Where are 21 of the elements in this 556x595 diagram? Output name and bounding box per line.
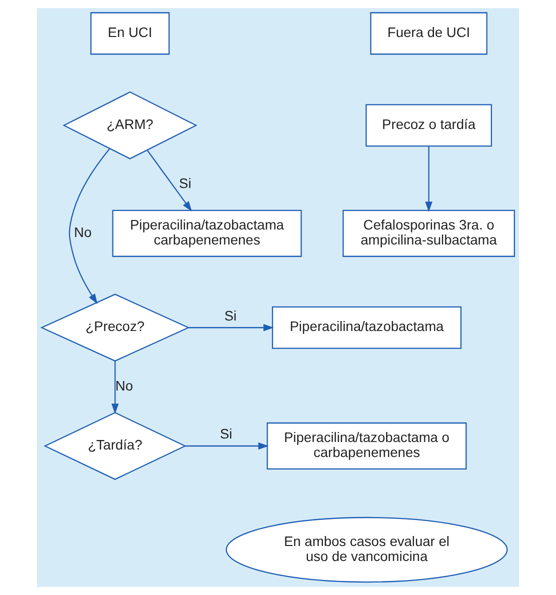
node-box: Precoz o tardía <box>366 104 492 147</box>
edge-label: No <box>115 378 134 394</box>
node-box: Piperacilina/tazobactama carbapenemenes <box>112 210 302 257</box>
arrow <box>111 361 119 414</box>
arrow <box>425 146 432 212</box>
arrow <box>188 324 274 332</box>
edge-label: Si <box>224 308 237 324</box>
arrow <box>147 150 192 212</box>
node-box: Cefalosporinas 3ra. o ampicilina-sulbactama <box>342 210 515 257</box>
edge-label: Si <box>179 176 192 192</box>
edge-label: Si <box>220 426 232 442</box>
arrow <box>185 442 269 450</box>
edge-label: No <box>74 224 92 240</box>
arrow <box>68 148 110 304</box>
node-diamond: ¿Tardía? <box>44 412 186 480</box>
node-box: Piperacilina/tazobactama o carbapenemenes <box>266 422 467 470</box>
node-box: En UCI <box>90 12 170 55</box>
node-ellipse: En ambos casos evaluar el uso de vancomicina <box>226 516 508 583</box>
node-diamond: ¿ARM? <box>62 91 198 160</box>
node-box: Piperacilina/tazobactama <box>272 306 462 349</box>
node-box: Fuera de UCI <box>370 12 488 55</box>
